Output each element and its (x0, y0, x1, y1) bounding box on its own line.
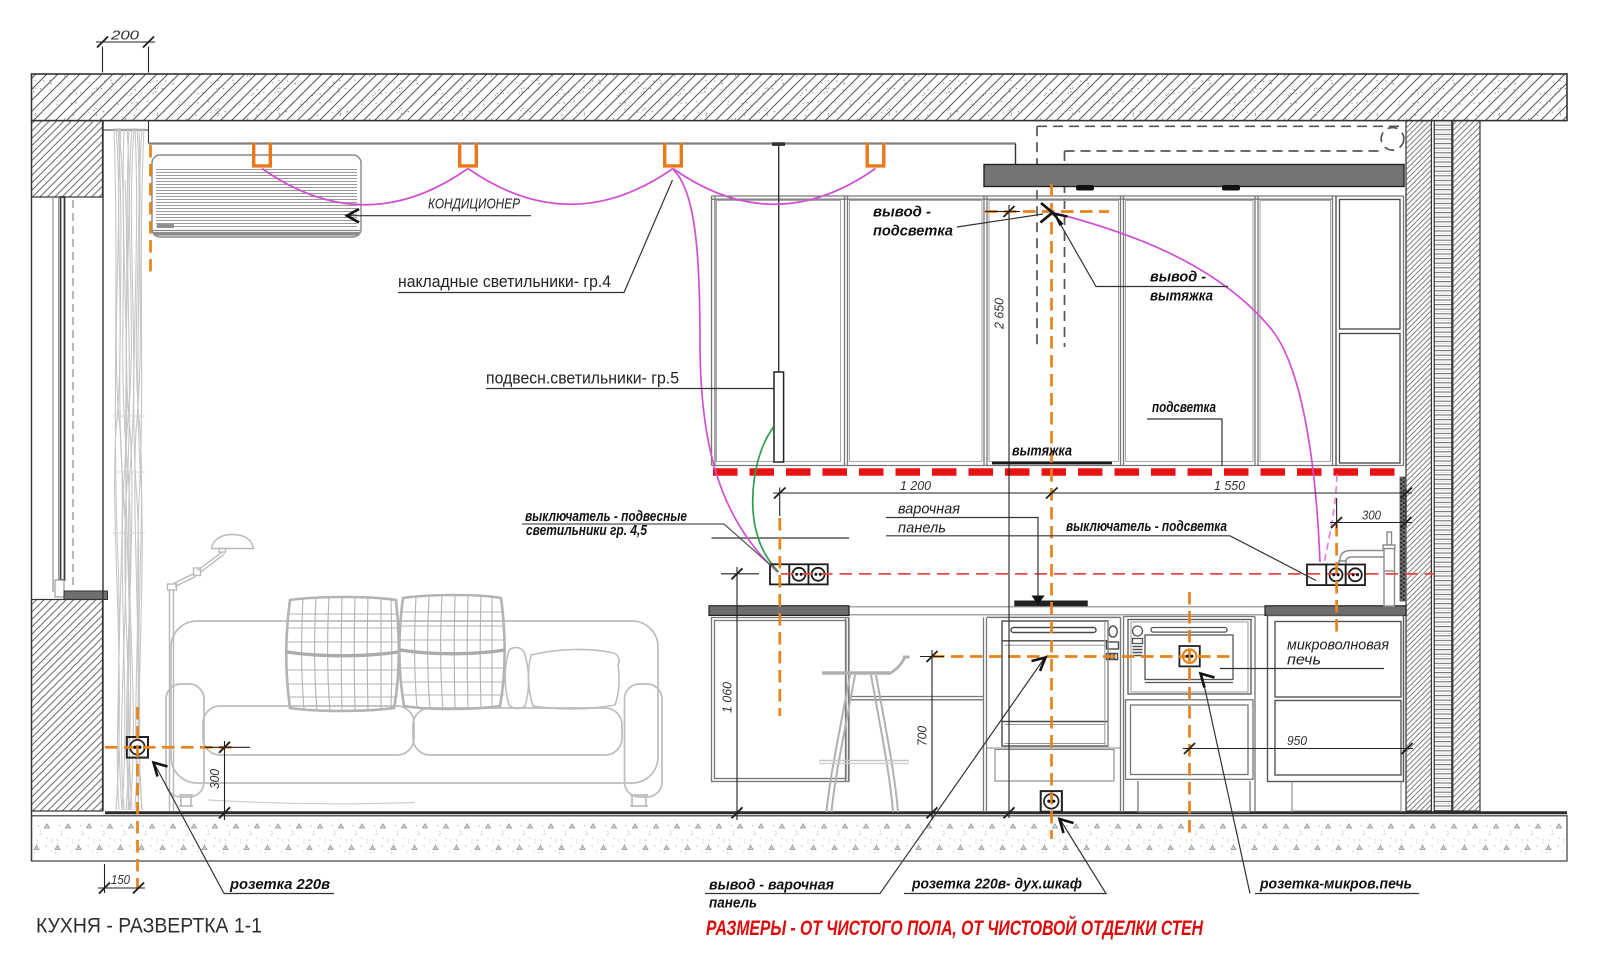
svg-text:подвесн.светильники- гр.5: подвесн.светильники- гр.5 (486, 369, 679, 388)
svg-text:розетка-микров.печь: розетка-микров.печь (1259, 876, 1412, 893)
svg-text:вывод -: вывод - (1150, 269, 1206, 286)
svg-text:1 550: 1 550 (1214, 478, 1246, 493)
svg-text:вывод - варочная: вывод - варочная (709, 877, 834, 894)
svg-text:розетка 220в: розетка 220в (229, 876, 330, 893)
svg-text:1 200: 1 200 (900, 478, 932, 493)
svg-text:150: 150 (111, 872, 131, 887)
svg-text:панель: панель (898, 520, 946, 537)
svg-text:300: 300 (207, 768, 222, 789)
svg-text:700: 700 (915, 725, 930, 746)
svg-text:панель: панель (709, 895, 757, 912)
svg-text:вывод -: вывод - (873, 204, 931, 221)
svg-text:светильники гр. 4,5: светильники гр. 4,5 (526, 522, 648, 539)
svg-text:печь: печь (1287, 652, 1321, 669)
svg-text:подсветка: подсветка (1152, 399, 1216, 416)
svg-text:КУХНЯ - РАЗВЕРТКА 1-1: КУХНЯ - РАЗВЕРТКА 1-1 (36, 915, 262, 938)
svg-text:РАЗМЕРЫ - ОТ ЧИСТОГО ПОЛА, ОТ: РАЗМЕРЫ - ОТ ЧИСТОГО ПОЛА, ОТ ЧИСТОВОЙ О… (706, 916, 1204, 940)
svg-text:1 060: 1 060 (720, 681, 735, 713)
svg-text:микроволновая: микроволновая (1287, 637, 1389, 654)
svg-text:подсветка: подсветка (873, 223, 953, 240)
svg-text:200: 200 (110, 28, 140, 43)
svg-text:розетка 220в- дух.шкаф: розетка 220в- дух.шкаф (911, 876, 1082, 893)
svg-text:КОНДИЦИОНЕР: КОНДИЦИОНЕР (428, 196, 520, 213)
svg-text:выключатель - подвесные: выключатель - подвесные (525, 508, 687, 525)
svg-text:вытяжка: вытяжка (1150, 288, 1213, 305)
svg-text:накладные светильники- гр.4: накладные светильники- гр.4 (398, 272, 611, 291)
svg-text:2 650: 2 650 (992, 297, 1007, 330)
svg-text:300: 300 (1362, 508, 1382, 523)
svg-text:вытяжка: вытяжка (1012, 443, 1072, 460)
svg-text:варочная: варочная (898, 501, 960, 518)
svg-text:950: 950 (1287, 733, 1308, 748)
svg-text:выключатель - подсветка: выключатель - подсветка (1066, 518, 1227, 535)
